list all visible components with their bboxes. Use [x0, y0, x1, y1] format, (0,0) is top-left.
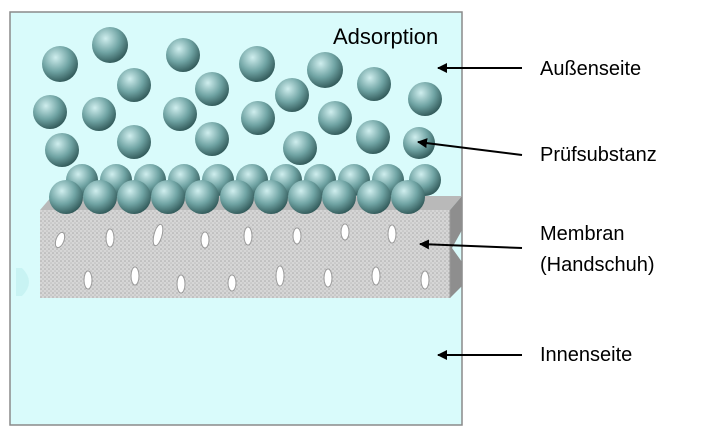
particle — [241, 101, 275, 135]
particle — [220, 180, 254, 214]
membrane-pore — [387, 224, 397, 244]
membrane-pore — [54, 231, 66, 249]
membrane-pore — [83, 270, 93, 290]
particle — [275, 78, 309, 112]
particle — [408, 82, 442, 116]
left-edge-notch — [16, 268, 29, 296]
particle — [239, 46, 275, 82]
label-membrane-line2: (Handschuh) — [540, 254, 655, 276]
particle — [254, 180, 288, 214]
particle — [288, 180, 322, 214]
particle — [151, 180, 185, 214]
particle — [82, 97, 116, 131]
particle — [283, 131, 317, 165]
membrane-side-face — [450, 196, 462, 298]
particle — [318, 101, 352, 135]
particle — [357, 180, 391, 214]
membrane-pore — [340, 223, 350, 241]
membrane-pore — [130, 266, 140, 286]
membrane-pore — [105, 228, 115, 248]
membrane-pore — [292, 227, 302, 245]
membrane-pore — [243, 226, 253, 246]
diagram-title: Adsorption — [333, 24, 439, 49]
particle — [163, 97, 197, 131]
label-membrane-line1: Membran — [540, 223, 625, 245]
membrane-pore — [227, 274, 237, 292]
label-inside: Innenseite — [540, 344, 633, 366]
membrane-pore — [371, 266, 381, 286]
particle — [356, 120, 390, 154]
particle — [195, 122, 229, 156]
particle — [45, 133, 79, 167]
membrane-pore — [176, 274, 186, 294]
particle — [117, 68, 151, 102]
particle — [92, 27, 128, 63]
membrane-pore — [275, 265, 285, 287]
membrane-pore — [200, 231, 210, 249]
particle — [185, 180, 219, 214]
test-substance-particles — [33, 27, 442, 214]
particle — [49, 180, 83, 214]
particle — [357, 67, 391, 101]
label-outside: Außenseite — [540, 58, 642, 80]
label-arrows — [417, 63, 523, 360]
particle — [195, 72, 229, 106]
particle — [307, 52, 343, 88]
particle — [391, 180, 425, 214]
particle — [117, 125, 151, 159]
particle — [42, 46, 78, 82]
membrane-pore — [323, 268, 333, 288]
particle — [83, 180, 117, 214]
arrow-test-substance — [417, 138, 523, 156]
particle — [322, 180, 356, 214]
membrane-pore — [420, 270, 430, 290]
particle — [33, 95, 67, 129]
membrane-pores — [54, 223, 430, 294]
arrow-membrane — [419, 239, 523, 250]
membrane-pore — [152, 223, 164, 247]
particle — [117, 180, 151, 214]
label-test-substance: Prüfsubstanz — [540, 144, 657, 166]
membrane-front-face — [40, 210, 450, 298]
particle — [166, 38, 200, 72]
